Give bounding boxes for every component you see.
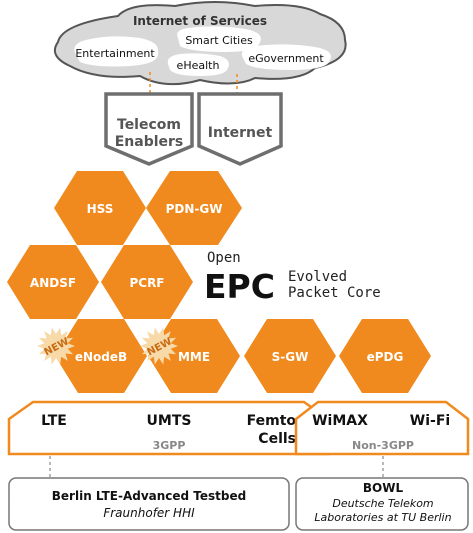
- testbed-bowl-box: [295, 477, 469, 531]
- new-badge-enodeb: NEW: [37, 327, 75, 365]
- hex-epdg-shape: [339, 319, 431, 393]
- internet-pillar: Internet: [197, 92, 283, 166]
- access-femto-line1: Femto: [247, 413, 297, 429]
- mme-label: MME: [178, 350, 210, 364]
- hex-pcrf-shape: [101, 245, 193, 319]
- hss-label: HSS: [87, 202, 114, 216]
- service-egovernment: eGovernment: [248, 52, 324, 65]
- telecom-line1: Telecom: [117, 117, 181, 133]
- pdn-gw-label: PDN-GW: [166, 202, 223, 216]
- service-smart-cities: Smart Cities: [185, 34, 253, 47]
- service-entertainment: Entertainment: [75, 47, 155, 60]
- hex-enodeb-shape: [55, 319, 147, 393]
- access-3gpp: LTE UMTS Femto Cells 3GPP: [7, 400, 330, 456]
- internet-of-services-cloud: Internet of Services Entertainment Smart…: [54, 1, 347, 86]
- epdg-label: ePDG: [367, 350, 404, 364]
- enodeb-label: eNodeB: [75, 350, 127, 364]
- hex-hss: HSS: [54, 171, 146, 245]
- testbed-berlin-sub: Fraunhofer HHI: [103, 506, 195, 520]
- epc-acronym: EPC: [204, 267, 275, 306]
- epc-line1: Evolved: [288, 269, 347, 285]
- bubble-entertainment: [74, 36, 159, 67]
- new-badge-mme: NEW: [140, 327, 178, 365]
- hex-mme-shape: [148, 319, 240, 393]
- bubble-ehealth: [167, 53, 229, 76]
- starburst-icon: [140, 327, 178, 365]
- access-umts: UMTS: [147, 413, 192, 429]
- pcrf-label: PCRF: [129, 276, 164, 290]
- hex-andsf-shape: [7, 245, 99, 319]
- access-wimax: WiMAX: [312, 413, 368, 429]
- open-epc-label: Open EPC Evolved Packet Core: [204, 250, 381, 306]
- hex-hss-shape: [54, 171, 146, 245]
- hex-mme: MME: [148, 319, 240, 393]
- hex-pdn-gw-shape: [146, 171, 242, 245]
- testbed-bowl-sub1: Deutsche Telekom: [332, 497, 433, 510]
- testbed-bowl-title: BOWL: [363, 481, 404, 495]
- bubble-smart-cities: [177, 26, 261, 52]
- service-ehealth: eHealth: [177, 59, 220, 72]
- bubble-egovernment: [241, 44, 331, 70]
- starburst-icon: [37, 327, 75, 365]
- hex-andsf: ANDSF: [7, 245, 99, 319]
- access-non3gpp-frame: [294, 400, 470, 456]
- epc-line2: Packet Core: [288, 285, 381, 301]
- hex-s-gw-shape: [244, 319, 336, 393]
- testbed-berlin-box: [8, 477, 290, 531]
- testbed-bowl: BOWL Deutsche Telekom Laboratories at TU…: [295, 477, 469, 531]
- andsf-label: ANDSF: [30, 276, 76, 290]
- internet-label: Internet: [208, 125, 273, 141]
- s-gw-label: S-GW: [272, 350, 309, 364]
- access-non-3gpp: WiMAX Wi-Fi Non-3GPP: [294, 400, 470, 456]
- pillar-telecom-shape: [104, 92, 194, 166]
- access-non3gpp-label: Non-3GPP: [352, 439, 414, 452]
- telecom-line2: Enablers: [115, 134, 184, 150]
- telecom-enablers-pillar: Telecom Enablers: [104, 92, 194, 166]
- testbed-bowl-sub2: Laboratories at TU Berlin: [314, 511, 451, 524]
- access-femto-line2: Cells: [258, 431, 296, 447]
- access-lte: LTE: [41, 413, 67, 429]
- access-wifi: Wi-Fi: [410, 413, 450, 429]
- hex-epdg: ePDG: [339, 319, 431, 393]
- hex-pcrf: PCRF: [101, 245, 193, 319]
- hex-pdn-gw: PDN-GW: [146, 171, 242, 245]
- hex-s-gw: S-GW: [244, 319, 336, 393]
- testbed-berlin: Berlin LTE-Advanced Testbed Fraunhofer H…: [8, 477, 290, 531]
- pillar-internet-shape: [197, 92, 283, 166]
- epc-open: Open: [207, 250, 241, 266]
- testbed-berlin-title: Berlin LTE-Advanced Testbed: [52, 489, 246, 503]
- hex-enodeb: eNodeB: [55, 319, 147, 393]
- access-3gpp-label: 3GPP: [153, 439, 186, 452]
- cloud-title: Internet of Services: [133, 14, 267, 28]
